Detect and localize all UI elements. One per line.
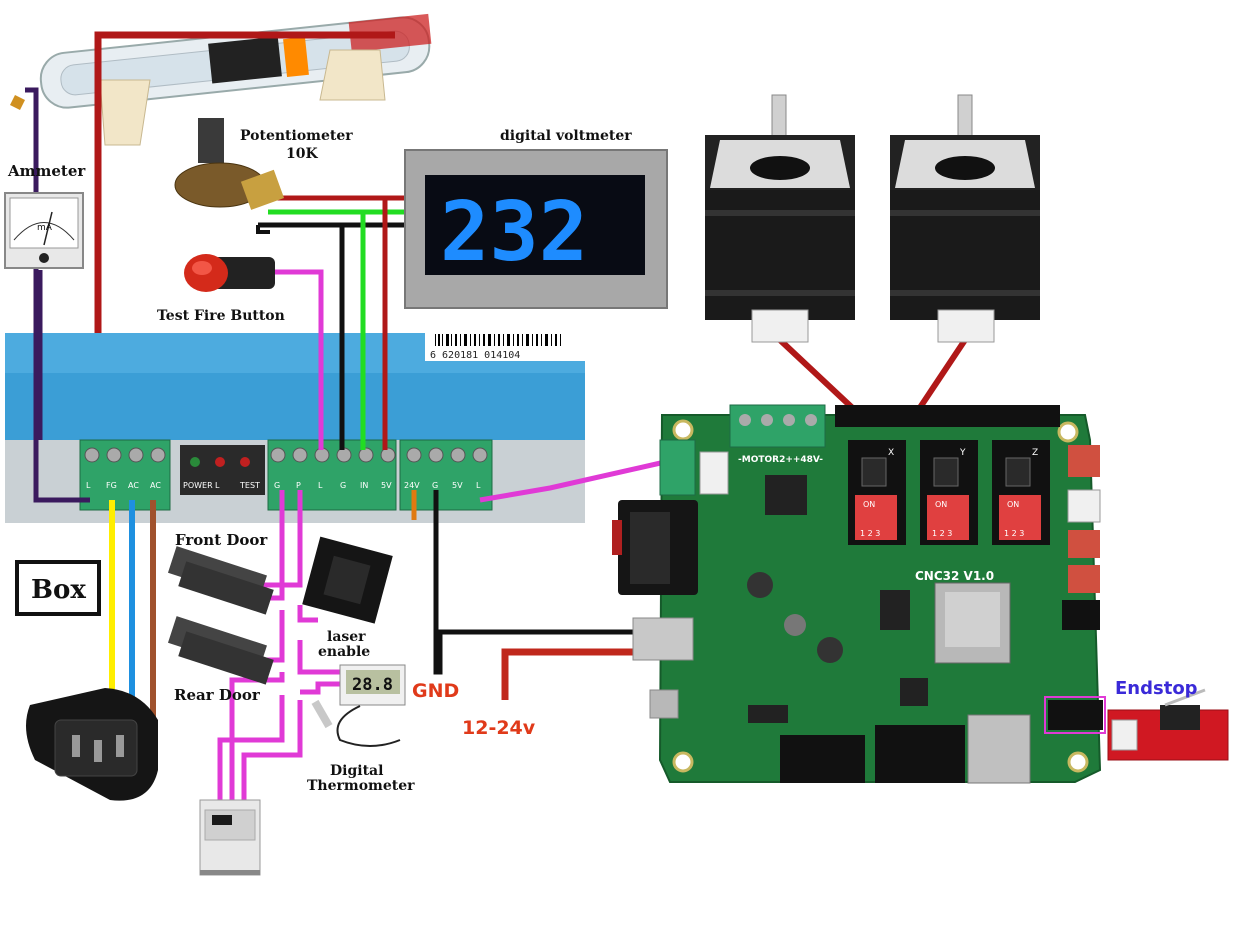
- pin-l-out: L: [476, 481, 481, 490]
- motor2-label: -MOTOR2++48V-: [738, 455, 823, 465]
- pin-fg: FG: [106, 481, 117, 490]
- laser-enable-label-2: enable: [318, 644, 370, 660]
- test-fire-button: [184, 254, 275, 292]
- voltmeter-reading: 232: [440, 185, 588, 280]
- wire-hv-red: [94, 31, 395, 333]
- wire-l-to-board: [479, 459, 666, 503]
- pin-p: P: [296, 481, 301, 490]
- psu-indicators: POWER L TEST: [180, 445, 265, 495]
- voltmeter-label: digital voltmeter: [500, 128, 632, 144]
- ac-power-inlet: [26, 688, 158, 801]
- laser-tube: [10, 13, 432, 146]
- cnc32-board: -MOTOR2++48V- X Y Z ON ON ON 1 2 3 1 2 3…: [612, 404, 1106, 784]
- pin-in: IN: [360, 481, 368, 490]
- endstop-label: Endstop: [1115, 678, 1198, 699]
- indicator-l-label: L: [215, 481, 220, 490]
- wire-interlock-5: [297, 640, 345, 675]
- dip-z-nums: 1 2 3: [1004, 529, 1024, 538]
- board-name: CNC32 V1.0: [915, 569, 994, 583]
- pin-ac-1: AC: [128, 481, 139, 490]
- indicator-power-label: POWER: [183, 481, 213, 490]
- digital-thermometer: 28.8: [311, 664, 406, 747]
- driver-z-label: Z: [1032, 448, 1038, 458]
- thermometer-label-1: Digital: [330, 763, 383, 779]
- wire-chiller-3: [241, 700, 303, 808]
- pin-ac-2: AC: [150, 481, 161, 490]
- barcode: 6 620181 014104: [430, 334, 561, 361]
- psu-terminal-ac: L FG AC AC: [79, 439, 171, 511]
- potentiometer-label: Potentiometer: [240, 128, 353, 144]
- test-fire-label: Test Fire Button: [157, 308, 285, 324]
- gnd-label: GND: [412, 680, 459, 702]
- front-door-label: Front Door: [175, 531, 268, 549]
- pin-5v: 5V: [381, 481, 392, 490]
- wire-motor-2: [912, 338, 968, 417]
- psu-terminal-control: G P L G IN 5V: [267, 439, 397, 511]
- indicator-test-label: TEST: [239, 481, 260, 490]
- laser-enable-label-1: laser: [327, 629, 366, 645]
- pin-g-out: G: [432, 481, 438, 490]
- dip-y-on: ON: [935, 500, 947, 509]
- pin-24v: 24V: [404, 481, 420, 490]
- front-door-switch: [167, 546, 274, 615]
- box-text: Box: [31, 575, 86, 605]
- psu-terminal-output: 24V G 5V L: [399, 439, 493, 511]
- rear-door-label: Rear Door: [174, 686, 261, 704]
- water-chiller: [199, 799, 261, 876]
- digital-voltmeter: 232: [404, 149, 668, 309]
- laser-power-supply: 6 620181 014104 POWER L TEST L FG AC AC: [5, 333, 585, 523]
- dip-y-nums: 1 2 3: [932, 529, 952, 538]
- ammeter-label: Ammeter: [7, 162, 86, 180]
- box-label: Box: [15, 560, 101, 616]
- pin-g-ctrl: G: [340, 481, 346, 490]
- wire-12-24v-red: [501, 648, 645, 700]
- pin-l-ctrl: L: [318, 481, 323, 490]
- wire-motor-1: [777, 337, 863, 418]
- driver-y-label: Y: [959, 448, 966, 458]
- wire-gnd-black: [433, 490, 645, 675]
- wire-interlock-2: [248, 490, 303, 588]
- wire-ammeter-purple: [25, 87, 90, 503]
- wire-test-fire: [275, 269, 324, 450]
- dip-z-on: ON: [1007, 500, 1019, 509]
- wire-thermo: [300, 681, 345, 695]
- laser-enable-switch: [302, 536, 393, 624]
- ammeter: mA: [4, 192, 84, 269]
- stepper-motor-1: [705, 94, 855, 343]
- wires: [25, 31, 968, 808]
- pin-5v-out: 5V: [452, 481, 463, 490]
- pin-l: L: [86, 481, 91, 490]
- ammeter-unit: mA: [37, 223, 53, 233]
- pin-g: G: [274, 481, 280, 490]
- driver-x-label: X: [888, 448, 894, 458]
- thermometer-label-2: Thermometer: [307, 778, 415, 794]
- potentiometer-value: 10K: [286, 146, 318, 162]
- wire-chiller-2: [217, 695, 285, 808]
- wire-black-g2: [256, 225, 270, 234]
- stepper-motor-2: [890, 94, 1040, 343]
- dip-x-nums: 1 2 3: [860, 529, 880, 538]
- wire-interlock-3: [297, 605, 318, 623]
- voltage-label: 12-24v: [462, 717, 536, 739]
- potentiometer: [174, 118, 285, 210]
- thermometer-reading: 28.8: [352, 675, 393, 695]
- barcode-number: 6 620181 014104: [430, 350, 520, 361]
- endstop: [1107, 688, 1229, 761]
- rear-door-switch: [167, 616, 274, 685]
- dip-x-on: ON: [863, 500, 875, 509]
